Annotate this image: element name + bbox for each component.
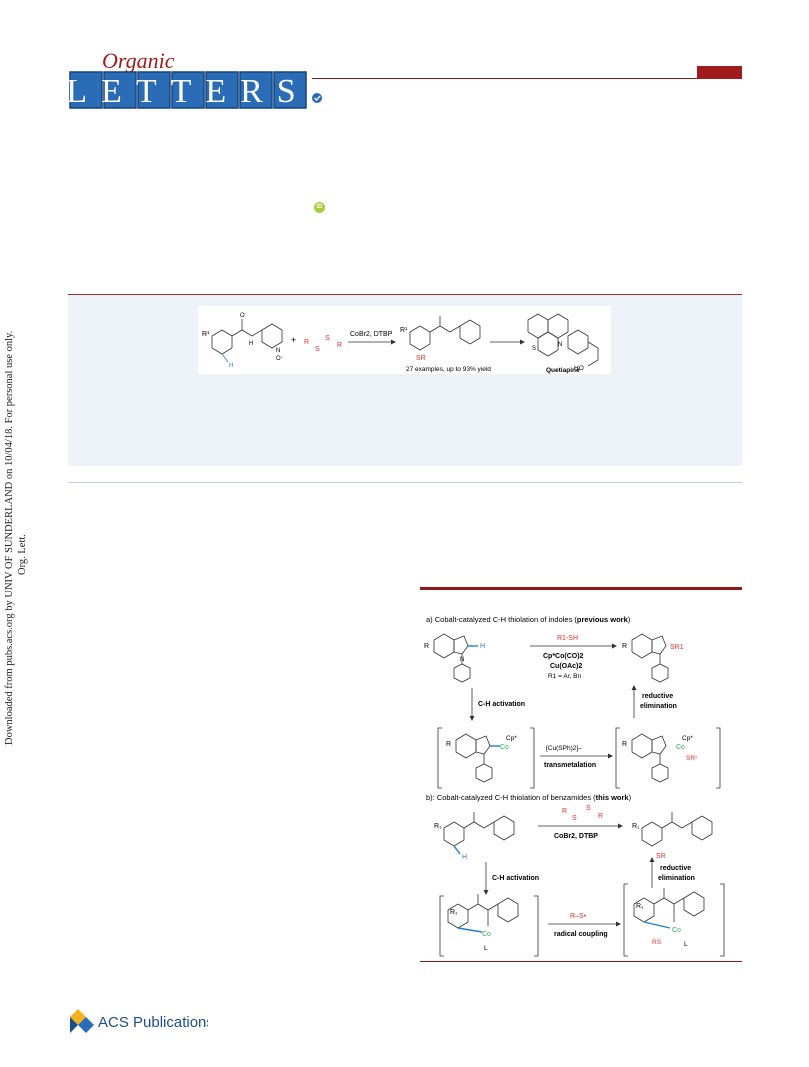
download-notice-line2: Org. Lett. — [17, 534, 28, 575]
svg-text:R¹: R¹ — [202, 331, 210, 338]
a-cp-label-2: Cp* — [682, 735, 693, 742]
download-notice-line1: Downloaded from pubs.acs.org by UNIV OF … — [4, 331, 15, 745]
acs-publications-logo[interactable]: ACS Publications — [68, 1005, 208, 1037]
a-intermediate-1 — [437, 727, 535, 789]
svg-text:R: R — [446, 741, 451, 748]
acs-publications-text: ACS Publications — [98, 1014, 208, 1031]
toc-reagent: CoBr2, DTBP — [350, 331, 393, 338]
svg-text:H: H — [480, 643, 485, 650]
svg-text:S: S — [315, 346, 320, 353]
toc-ho-label: HO — [574, 365, 584, 372]
benzamide-reactant — [443, 812, 515, 855]
b-reagent: CoBr2, DTBP — [554, 833, 598, 840]
toc-summary: 27 examples, up to 93% yield — [406, 366, 491, 373]
svg-text:R₁: R₁ — [450, 909, 458, 916]
a-product-sr: SR1 — [670, 644, 684, 651]
a-thiol-reagent: R1-SH — [557, 635, 578, 642]
a-reductive-1: reductive — [642, 693, 673, 700]
toc-reactant-structure — [211, 319, 283, 363]
svg-text:N: N — [460, 657, 464, 663]
svg-text:R: R — [337, 342, 342, 349]
svg-text:R₁: R₁ — [632, 823, 640, 830]
svg-text:S: S — [572, 815, 577, 822]
svg-text:R: R — [424, 643, 429, 650]
logo-letters-text: LETTERS — [68, 73, 310, 110]
a-reductive-2: elimination — [640, 703, 677, 710]
journal-logo: Organic LETTERS — [68, 50, 322, 110]
b-l-label-2: L — [684, 941, 688, 948]
svg-text:S: S — [325, 335, 330, 342]
orcid-icon[interactable]: iD — [314, 202, 325, 213]
b-radical: R–S• — [570, 913, 587, 920]
a-cp-label-1: Cp* — [506, 735, 517, 742]
toc-disulfide: R S S R — [304, 335, 342, 353]
a-step-ch-activation: C-H activation — [478, 701, 525, 708]
svg-text:N: N — [276, 348, 280, 354]
svg-text:+: + — [291, 335, 296, 345]
svg-text:S: S — [586, 805, 591, 812]
indole-reactant — [433, 633, 478, 683]
logo-script-text: Organic — [102, 50, 175, 73]
b-reductive-1: reductive — [660, 865, 691, 872]
a-r-definition: R1 = Ar, Bn — [548, 673, 581, 680]
abstract-footer-strip — [68, 466, 742, 483]
toc-product-structure — [409, 316, 481, 351]
svg-text:N: N — [558, 342, 562, 348]
b-rs-label: RS — [652, 939, 662, 946]
acs-hexagon-icon — [70, 1009, 94, 1033]
b-disulfide: R S S R — [562, 805, 603, 822]
mechanism-scheme: a) Cobalt-catalyzed C-H thiolation of in… — [424, 615, 725, 957]
svg-text:SR¹: SR¹ — [686, 755, 698, 762]
svg-text:R: R — [304, 339, 309, 346]
b-radical-coupling: radical coupling — [554, 931, 608, 938]
quetiapine-structure — [527, 313, 599, 367]
svg-text:H: H — [229, 363, 233, 369]
b-co-label-2: Co — [672, 927, 681, 934]
scheme-part-b-title: b): Cobalt-catalyzed C-H thiolation of b… — [426, 793, 632, 802]
svg-text:R: R — [622, 643, 627, 650]
a-catalyst: Cp*Co(CO)2 — [543, 653, 584, 660]
svg-text:O⁻: O⁻ — [276, 356, 284, 362]
download-notice: Downloaded from pubs.acs.org by UNIV OF … — [4, 331, 28, 745]
svg-text:R: R — [598, 813, 603, 820]
svg-text:H: H — [462, 854, 467, 861]
svg-text:R₁: R₁ — [636, 903, 644, 910]
b-step-ch-activation: C-H activation — [492, 875, 539, 882]
b-co-label-1: Co — [482, 931, 491, 938]
svg-text:R¹: R¹ — [400, 327, 408, 334]
svg-text:O: O — [240, 313, 245, 319]
a-co-label-1: Co — [500, 744, 509, 751]
svg-text:R: R — [562, 808, 567, 815]
b-product-sr: SR — [656, 853, 666, 860]
figure-bottom-rule — [420, 961, 742, 962]
header-rule — [312, 78, 742, 79]
b-intermediate-2 — [623, 883, 725, 957]
toc-product-sr: SR — [416, 355, 426, 362]
a-intermediate-2 — [615, 727, 721, 789]
checkmark-badge-icon — [312, 93, 322, 103]
a-transmetal-reagent: [Cu(SPh)2]– — [546, 745, 582, 752]
scheme-part-a-title: a) Cobalt-catalyzed C-H thiolation of in… — [426, 615, 631, 624]
indole-product — [631, 633, 669, 683]
svg-text:R₁: R₁ — [434, 823, 442, 830]
b-reductive-2: elimination — [658, 875, 695, 882]
b-l-label-1: L — [484, 945, 488, 952]
b-intermediate-1 — [439, 894, 539, 957]
svg-text:S: S — [532, 346, 536, 352]
toc-graphic: R¹ O H N O⁻ H + R S S R CoBr2, DTBP R¹ S… — [198, 306, 611, 374]
a-oxidant: Cu(OAc)2 — [550, 663, 582, 670]
logo-letter-tiles — [69, 71, 307, 109]
a-co-label-2: Co — [676, 744, 685, 751]
benzamide-product — [641, 812, 713, 847]
svg-text:H: H — [249, 341, 253, 347]
svg-text:R: R — [622, 741, 627, 748]
a-transmetalation: transmetalation — [544, 762, 596, 769]
header-tab — [697, 66, 742, 79]
figure-top-rule — [420, 587, 742, 590]
toc-product-name: Quetiapine — [546, 367, 580, 374]
